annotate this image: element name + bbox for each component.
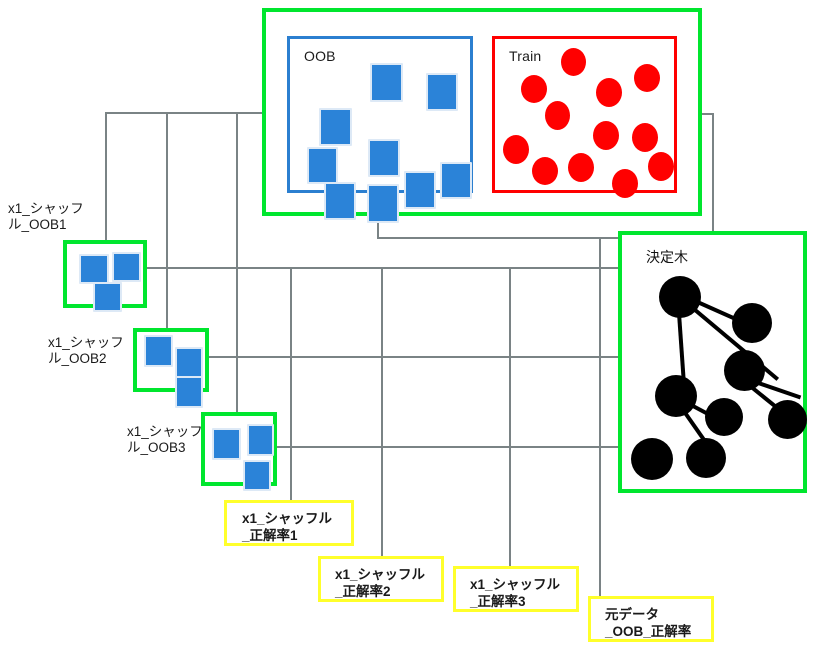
tree-node	[655, 375, 697, 417]
train-circle	[503, 135, 529, 164]
tree-node	[732, 303, 772, 343]
shuffle-square	[144, 335, 173, 367]
train-circle	[545, 101, 570, 130]
connector-line	[105, 112, 267, 114]
shuffle-square	[93, 282, 122, 312]
shuffle-set-1-label: x1_シャッフ ル_OOB1	[8, 201, 84, 232]
tree-node	[724, 350, 765, 391]
tree-node	[659, 276, 701, 318]
connector-line	[290, 267, 292, 507]
connector-line	[236, 112, 238, 412]
oob-square	[426, 73, 458, 111]
shuffle-square	[243, 460, 271, 491]
train-circle	[632, 123, 658, 152]
shuffle-square	[247, 424, 274, 456]
oob-square	[324, 182, 356, 220]
train-circle	[593, 121, 619, 150]
connector-line	[381, 267, 383, 563]
result-box-2-label: x1_シャッフル _正解率2	[335, 567, 426, 599]
connector-line	[377, 237, 620, 239]
connector-line	[146, 267, 620, 269]
shuffle-square	[175, 376, 203, 408]
train-circle	[561, 48, 586, 76]
shuffle-set-2-panel	[133, 328, 209, 408]
tree-node	[631, 438, 673, 480]
connector-line	[509, 267, 511, 569]
train-circle	[648, 152, 674, 181]
oob-panel: OOB	[287, 36, 473, 223]
connector-line	[712, 113, 714, 235]
result-box-4: 元データ _OOB_正解率	[588, 596, 714, 642]
result-box-3: x1_シャッフル _正解率3	[453, 566, 579, 612]
shuffle-square	[212, 428, 241, 460]
oob-square	[319, 108, 352, 146]
shuffle-square	[175, 347, 203, 378]
shuffle-set-1-panel	[63, 240, 147, 312]
oob-square	[368, 139, 400, 177]
oob-square	[440, 162, 472, 199]
tree-node	[686, 438, 726, 478]
result-box-2: x1_シャッフル _正解率2	[318, 556, 444, 602]
result-box-3-label: x1_シャッフル _正解率3	[470, 577, 561, 609]
train-circle	[596, 78, 622, 107]
shuffle-set-3-panel	[201, 412, 277, 491]
train-circle	[532, 157, 558, 185]
train-circle	[568, 153, 594, 182]
connector-line	[599, 237, 601, 599]
shuffle-square	[79, 254, 109, 284]
tree-node	[705, 398, 743, 436]
shuffle-set-3-label: x1_シャッフ ル_OOB3	[127, 424, 203, 455]
train-circle	[612, 169, 638, 198]
oob-square	[367, 184, 399, 223]
connector-line	[166, 112, 168, 328]
train-circle	[634, 64, 660, 92]
result-box-1: x1_シャッフル _正解率1	[224, 500, 354, 546]
oob-square	[370, 63, 403, 102]
connector-line	[275, 446, 620, 448]
result-box-1-label: x1_シャッフル _正解率1	[242, 511, 333, 543]
train-panel: Train	[492, 36, 677, 198]
oob-square	[404, 171, 436, 209]
connector-line	[105, 112, 107, 252]
train-panel-label: Train	[509, 48, 542, 64]
train-circle	[521, 75, 547, 103]
tree-node	[768, 400, 807, 439]
shuffle-set-2-label: x1_シャッフ ル_OOB2	[48, 335, 124, 366]
shuffle-square	[112, 252, 141, 282]
decision-tree-panel: 決定木	[618, 231, 807, 493]
result-box-4-label: 元データ _OOB_正解率	[605, 607, 692, 639]
oob-square	[307, 147, 338, 184]
oob-panel-label: OOB	[304, 48, 336, 64]
decision-tree-label: 決定木	[646, 249, 688, 265]
connector-line	[207, 356, 620, 358]
